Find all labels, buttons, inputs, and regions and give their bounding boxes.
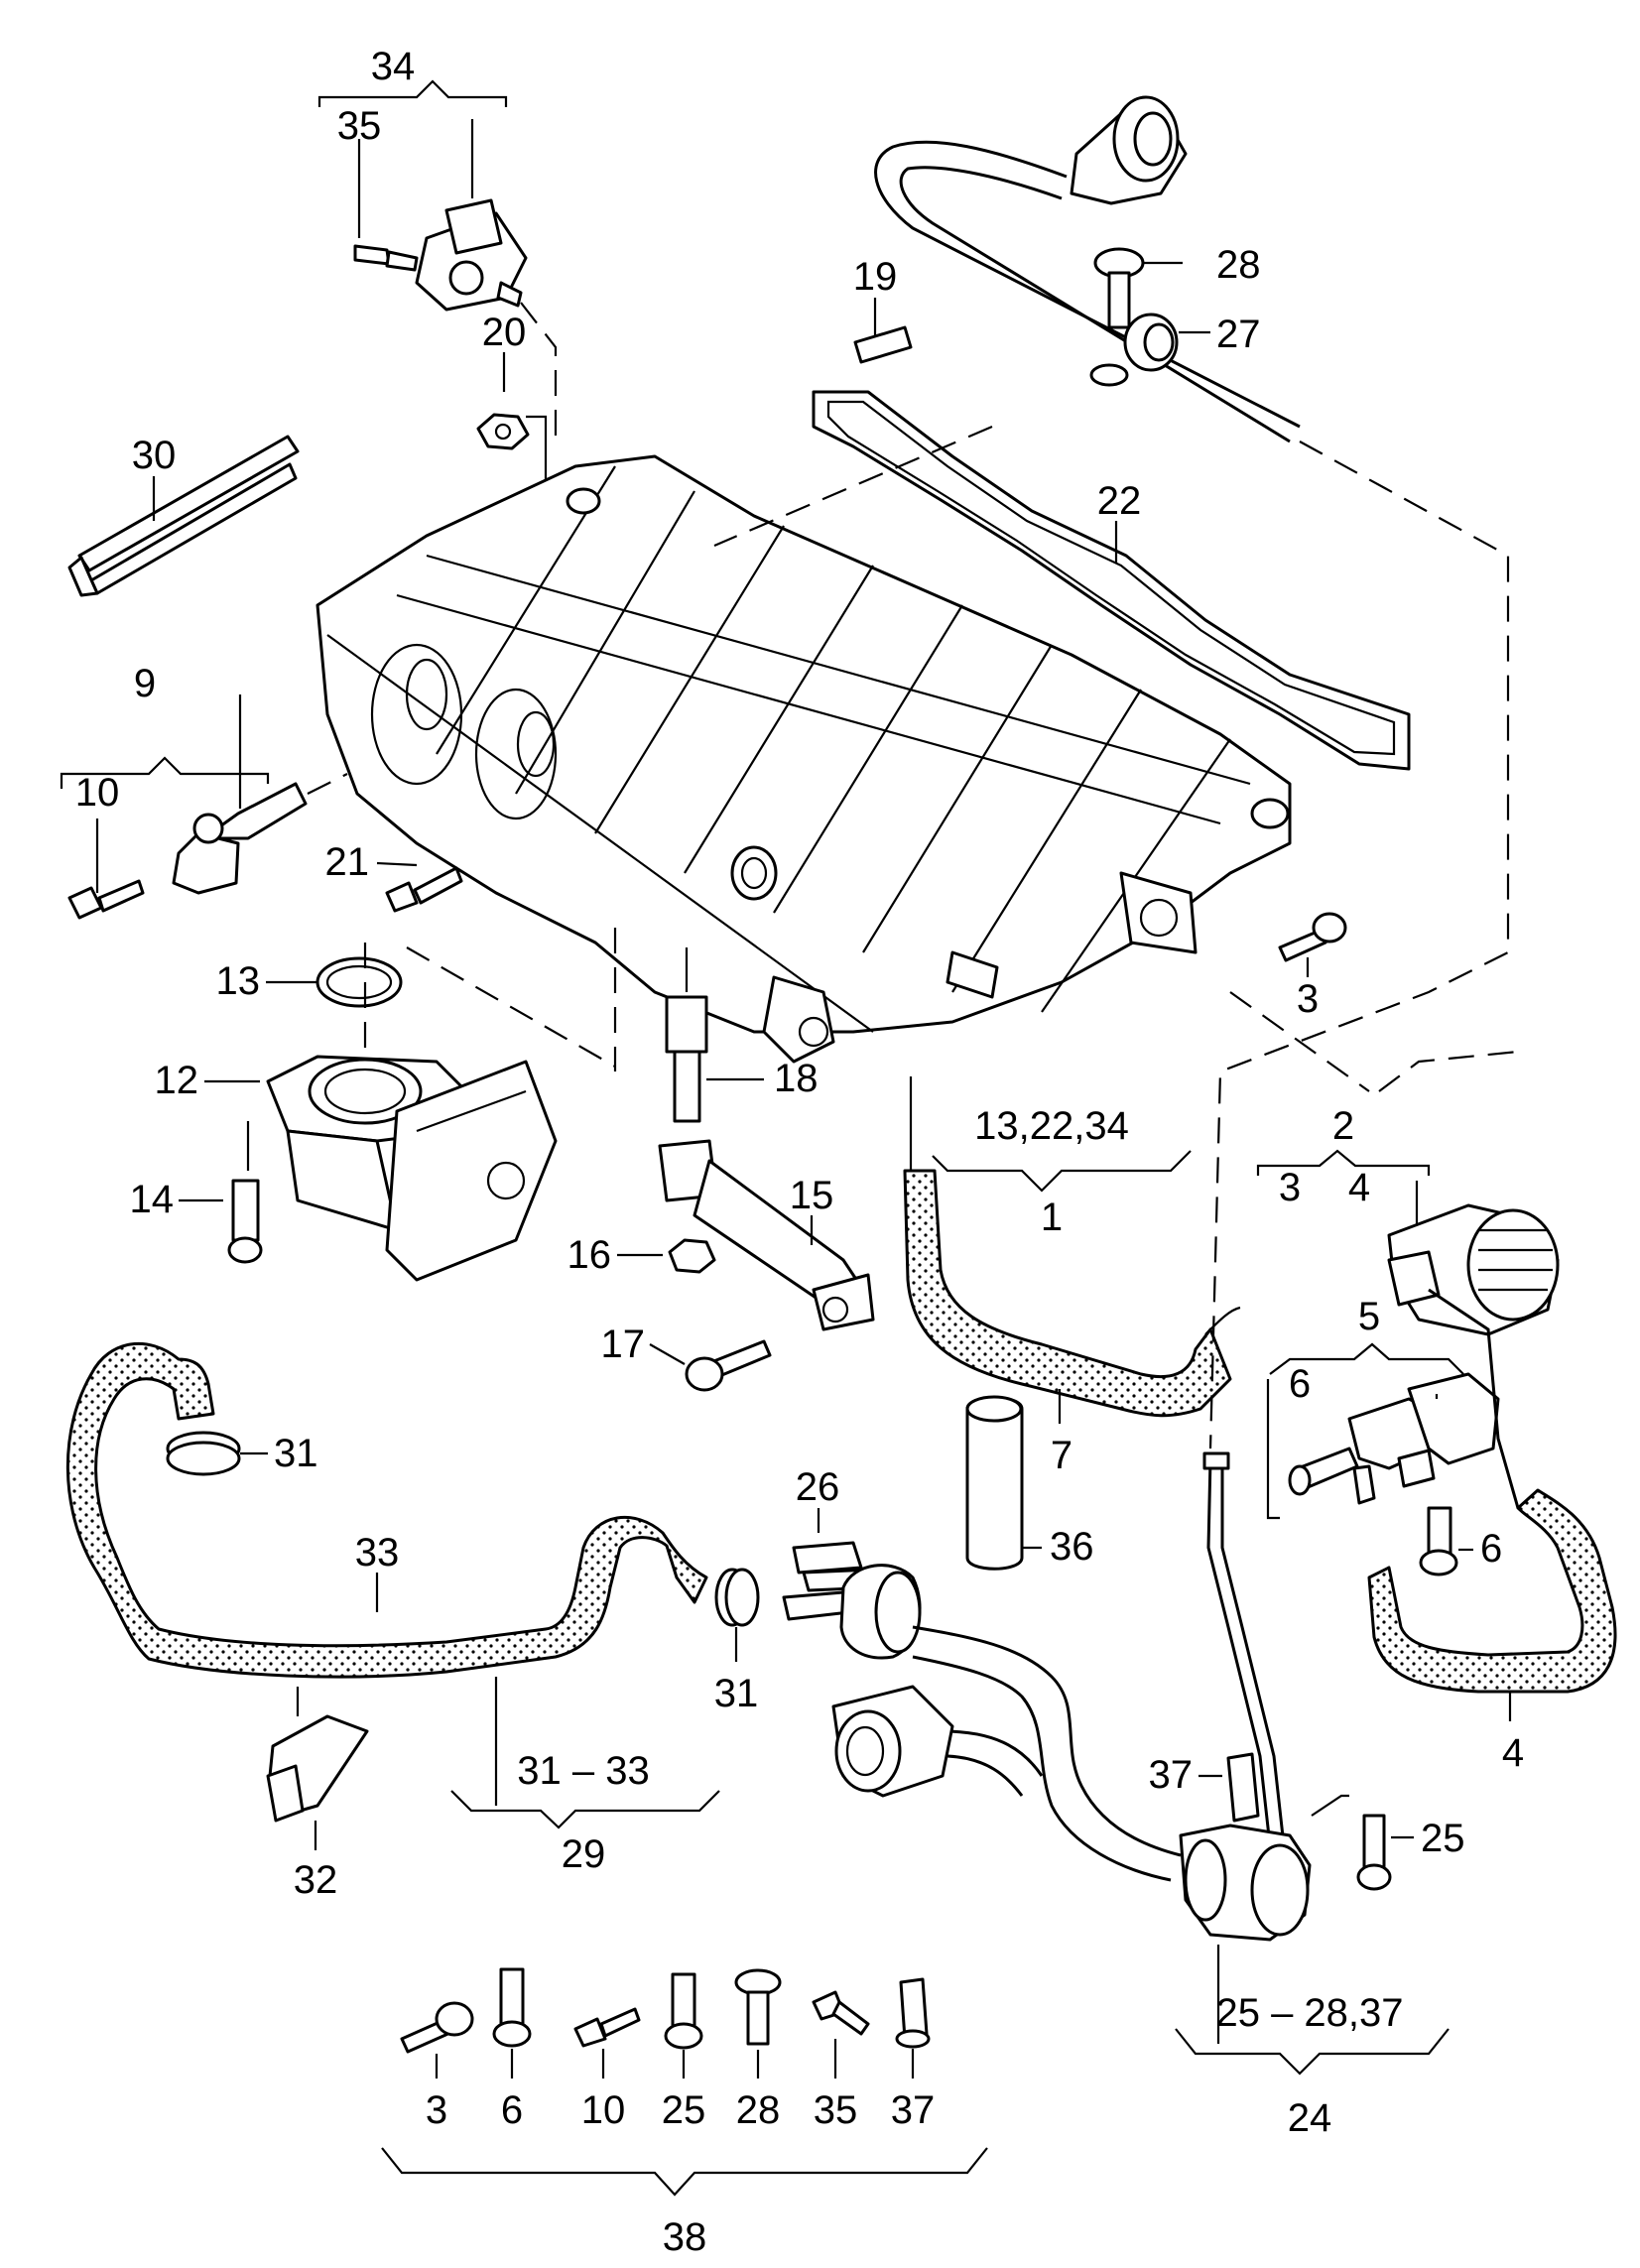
intake-manifold xyxy=(315,454,1292,1064)
kit-label-37: 37 xyxy=(891,2088,936,2132)
label-1: 1 xyxy=(1041,1196,1063,1239)
clip-32 xyxy=(266,1687,369,1850)
cable-tie-30 xyxy=(67,435,300,597)
label-21: 21 xyxy=(325,840,370,884)
label-32: 32 xyxy=(294,1858,338,1902)
group-bracket-1 xyxy=(909,1076,1192,1193)
label-3-valve: 3 xyxy=(1279,1166,1301,1209)
label-31-33: 31 – 33 xyxy=(517,1749,649,1793)
hose-clamp-31-upper xyxy=(166,1431,268,1476)
screw-28-plug-27 xyxy=(1089,247,1210,387)
label-24: 24 xyxy=(1288,2096,1332,2140)
label-10: 10 xyxy=(75,771,120,815)
label-6-valve: 6 xyxy=(1289,1362,1311,1406)
label-7: 7 xyxy=(1051,1434,1072,1477)
gasket-22 xyxy=(812,390,1411,771)
label-37: 37 xyxy=(1149,1753,1194,1797)
label-4-valve: 4 xyxy=(1348,1166,1370,1209)
label-13: 13 xyxy=(216,959,261,1003)
label-17: 17 xyxy=(601,1323,646,1366)
label-33: 33 xyxy=(355,1531,400,1575)
label-29: 29 xyxy=(562,1832,606,1876)
label-18: 18 xyxy=(774,1057,819,1100)
label-20: 20 xyxy=(482,311,527,354)
group-bracket-29 xyxy=(450,1677,720,1829)
label-4-hose: 4 xyxy=(1502,1731,1524,1775)
label-5: 5 xyxy=(1358,1295,1380,1338)
o-ring-13 xyxy=(266,946,616,1068)
breather-hose-top xyxy=(874,95,1301,443)
label-31-lower: 31 xyxy=(714,1672,759,1715)
actuator-9 xyxy=(60,694,348,920)
label-26: 26 xyxy=(796,1465,840,1509)
hose-33 xyxy=(65,1342,708,1679)
label-22: 22 xyxy=(1097,479,1142,523)
label-3-right: 3 xyxy=(1297,977,1319,1021)
label-9: 9 xyxy=(134,662,156,705)
label-25-28-37: 25 – 28,37 xyxy=(1215,1991,1403,2035)
hose-4 xyxy=(1367,1288,1617,1721)
hose-clamp-31-lower xyxy=(714,1568,760,1662)
label-25: 25 xyxy=(1421,1817,1465,1860)
screw-3-right xyxy=(1278,912,1347,977)
kit-label-35: 35 xyxy=(814,2088,858,2132)
solenoid-valve-5 xyxy=(1266,1342,1500,1576)
label-30: 30 xyxy=(132,434,177,477)
label-19: 19 xyxy=(853,255,898,299)
screw-25 xyxy=(1311,1794,1414,1891)
kit-label-3: 3 xyxy=(426,2088,447,2132)
label-2: 2 xyxy=(1332,1104,1354,1148)
screw-21 xyxy=(376,861,463,913)
mount-bracket-15 xyxy=(617,947,875,1392)
kit-label-10: 10 xyxy=(581,2088,626,2132)
label-14: 14 xyxy=(130,1178,175,1221)
hose-7 xyxy=(903,1169,1241,1424)
stud-19 xyxy=(853,298,913,364)
label-15: 15 xyxy=(790,1174,834,1217)
valve-2 xyxy=(1256,1149,1560,1336)
label-34: 34 xyxy=(371,45,416,88)
nut-20 xyxy=(476,352,548,526)
label-28: 28 xyxy=(1216,243,1261,287)
label-12: 12 xyxy=(155,1059,199,1102)
label-16: 16 xyxy=(568,1233,612,1277)
sleeve-36 xyxy=(965,1395,1042,1571)
label-36: 36 xyxy=(1050,1525,1094,1569)
label-27: 27 xyxy=(1216,313,1261,356)
vacuum-pipe-assembly xyxy=(782,1451,1312,2044)
group-bracket-24 xyxy=(1175,2028,1450,2076)
label-31-upper: 31 xyxy=(274,1432,318,1475)
label-13-22-34: 13,22,34 xyxy=(974,1104,1129,1148)
label-35: 35 xyxy=(337,104,382,148)
kit-label-28: 28 xyxy=(736,2088,781,2132)
label-38: 38 xyxy=(663,2215,707,2259)
throttle-body-12 xyxy=(179,943,558,1282)
label-6-screw: 6 xyxy=(1480,1527,1502,1571)
plug-37 xyxy=(1198,1752,1260,1823)
kit-label-25: 25 xyxy=(662,2088,706,2132)
kit-label-6: 6 xyxy=(501,2088,523,2132)
pressure-sensor-34 xyxy=(317,79,558,441)
fastener-kit-38 xyxy=(381,1967,988,2197)
